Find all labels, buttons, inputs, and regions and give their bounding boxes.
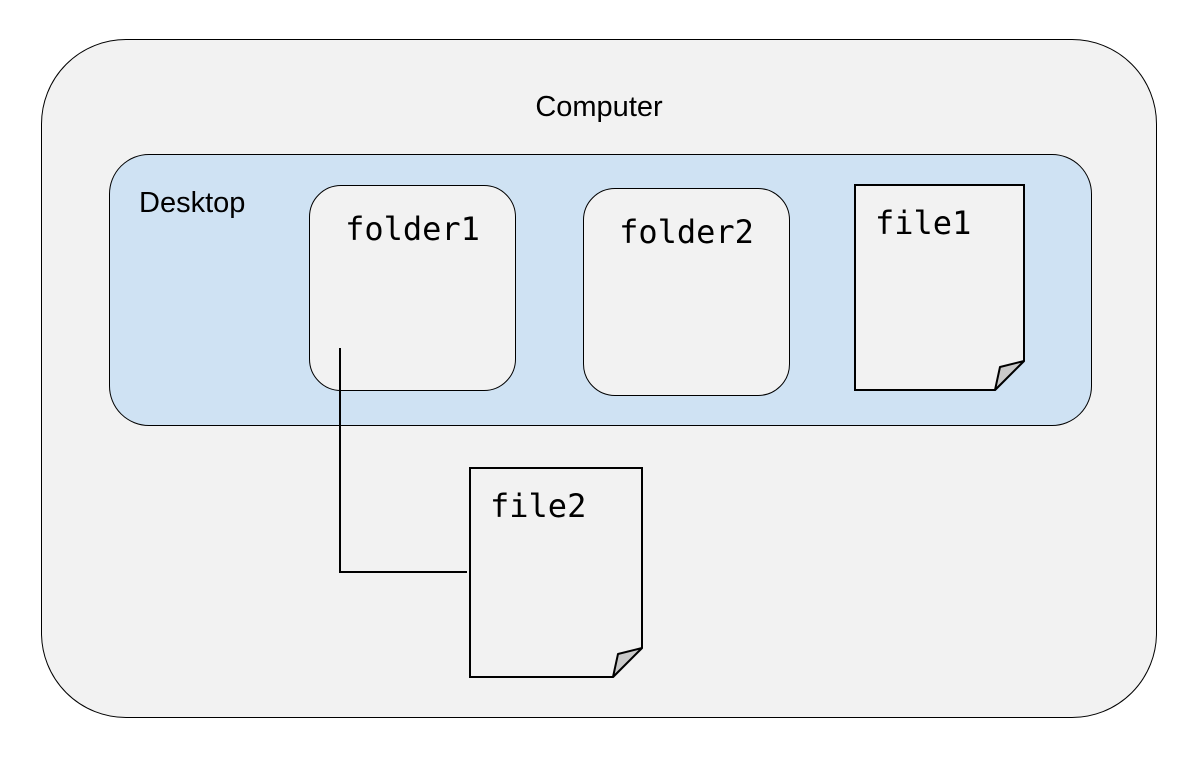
file1-document-icon — [854, 184, 1025, 391]
folder1-node: folder1 — [309, 185, 516, 391]
file2-corner-fold — [612, 647, 643, 678]
desktop-container: Desktop folder1 folder2 file1 — [109, 154, 1092, 426]
file1-label: file1 — [875, 204, 972, 242]
file2-label: file2 — [490, 487, 587, 525]
file2-document-icon — [469, 467, 643, 678]
computer-container: Computer Desktop folder1 folder2 file1 — [41, 39, 1157, 718]
file2-node: file2 — [469, 467, 643, 678]
folder2-node: folder2 — [583, 188, 790, 396]
file1-node: file1 — [854, 184, 1025, 391]
folder2-label: folder2 — [619, 213, 754, 251]
file1-corner-fold — [994, 360, 1025, 391]
computer-label: Computer — [535, 91, 663, 123]
folder1-label: folder1 — [345, 210, 480, 248]
desktop-label: Desktop — [139, 187, 246, 219]
